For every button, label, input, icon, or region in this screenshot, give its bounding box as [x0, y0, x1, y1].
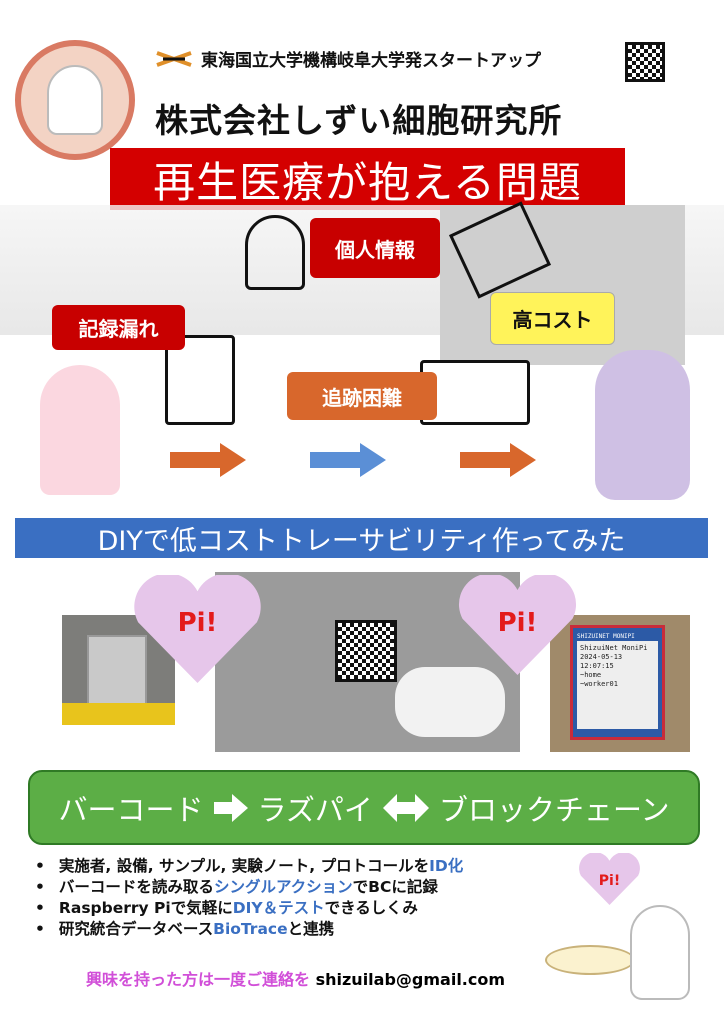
- arrow-right-icon: [310, 443, 386, 477]
- heart-label: Pi!: [598, 872, 621, 889]
- elderly-woman-wheelchair-illustration: [595, 350, 690, 500]
- contact-email[interactable]: shizuilab@gmail.com: [315, 970, 506, 989]
- qr-code-header[interactable]: [625, 42, 665, 82]
- flow-raspberry-pi: ラズパイ: [257, 792, 373, 827]
- screen-line: ShizuiNet MoniPi: [580, 644, 648, 652]
- screen-line: 2024-05-13: [580, 653, 623, 661]
- problem-record-omission: 記録漏れ: [52, 305, 185, 350]
- screen-line: ~worker01: [580, 680, 618, 688]
- arrow-right-icon: [170, 443, 246, 477]
- list-item: 実施者, 設備, サンプル, 実験ノート, プロトコールをID化: [35, 856, 463, 877]
- heart-icon: [579, 853, 640, 905]
- pi-heart: Pi!: [130, 575, 265, 683]
- device-screen-header: SHIZUINET MONIPI: [577, 633, 635, 640]
- heart-label: Pi!: [177, 607, 218, 638]
- device-screen: ShizuiNet MoniPi 2024-05-13 12:07:15 ~ho…: [577, 641, 658, 729]
- heart-icon: [459, 575, 576, 675]
- problem-privacy: 個人情報: [310, 218, 440, 278]
- flow-blockchain: ブロックチェーン: [438, 792, 670, 827]
- heart-icon: [134, 575, 261, 683]
- list-item: Raspberry Piで気軽にDIY＆テストできるしくみ: [35, 898, 463, 919]
- tooth-mascot-icon: [47, 65, 103, 135]
- feature-list: 実施者, 設備, サンプル, 実験ノート, プロトコールをID化 バーコードを読…: [35, 856, 463, 940]
- tooth-mascot-eating-illustration: [545, 905, 705, 1015]
- problem-tracking-difficulty: 追跡困難: [287, 372, 437, 420]
- person-icon: [245, 215, 305, 290]
- company-title: 株式会社しずい細胞研究所: [155, 101, 563, 140]
- device-box-photo: [62, 615, 175, 725]
- problem-illustration: 記録漏れ 個人情報 高コスト 追跡困難: [0, 201, 724, 510]
- affiliation-text: 東海国立大学機構岐阜大学発スタートアップ: [201, 51, 541, 71]
- pi-heart-small: Pi!: [577, 853, 642, 908]
- clipboard-icon: [165, 335, 235, 425]
- flow-box: バーコード ラズパイ ブロックチェーン: [28, 770, 700, 845]
- list-item: バーコードを読み取るシングルアクションでBCに記録: [35, 877, 463, 898]
- arrow-right-icon: [213, 793, 248, 822]
- contact-message: 興味を持った方は一度ご連絡を: [86, 970, 311, 989]
- truck-icon: [420, 360, 530, 425]
- arrow-right-icon: [460, 443, 536, 477]
- shizui-laboratory-logo: [15, 40, 135, 160]
- girl-illustration: [40, 365, 120, 495]
- screen-line: ~home: [580, 671, 602, 679]
- problem-high-cost: 高コスト: [490, 292, 615, 345]
- qr-code-photo[interactable]: [335, 620, 397, 682]
- heart-label: Pi!: [497, 607, 538, 638]
- diy-banner: DIYで低コストトレーサビリティ作ってみた: [15, 518, 708, 558]
- problem-banner: 再生医療が抱える問題: [110, 148, 625, 210]
- lab-bench-photo: [215, 572, 520, 752]
- double-arrow-icon: [382, 793, 429, 822]
- university-logo-icon: [156, 50, 192, 67]
- affiliation-header: 東海国立大学機構岐阜大学発スタートアップ: [155, 46, 541, 71]
- contact-line: 興味を持った方は一度ご連絡を shizuilab@gmail.com: [86, 966, 505, 990]
- list-item: 研究統合データベースBioTraceと連携: [35, 919, 463, 940]
- screen-line: 12:07:15: [580, 662, 614, 670]
- monipi-device-photo: SHIZUINET MONIPI ShizuiNet MoniPi 2024-0…: [550, 615, 690, 752]
- pi-heart: Pi!: [455, 575, 580, 675]
- flow-barcode: バーコード: [58, 792, 204, 827]
